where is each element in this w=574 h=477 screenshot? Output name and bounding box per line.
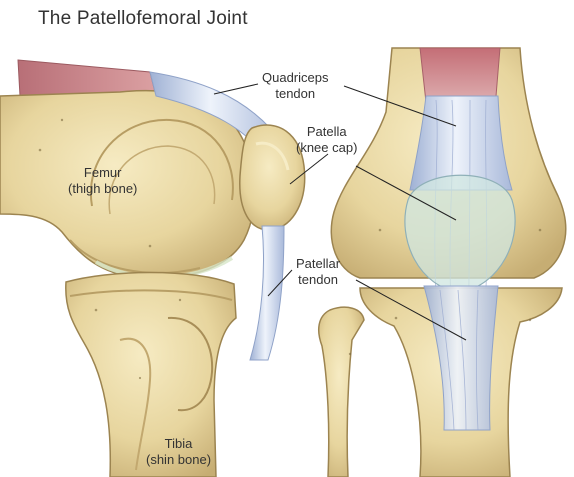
label-patellar-tendon: Patellar tendon: [296, 256, 340, 288]
diagram-title: The Patellofemoral Joint: [38, 8, 248, 30]
label-patella: Patella (knee cap): [296, 124, 357, 156]
label-tibia: Tibia (shin bone): [146, 436, 211, 468]
patellar-tendon-side: [250, 226, 284, 360]
label-quadriceps-tendon: Quadriceps tendon: [262, 70, 328, 102]
label-femur: Femur (thigh bone): [68, 165, 137, 197]
fibula-front: [319, 307, 364, 477]
patella-side: [240, 125, 305, 230]
